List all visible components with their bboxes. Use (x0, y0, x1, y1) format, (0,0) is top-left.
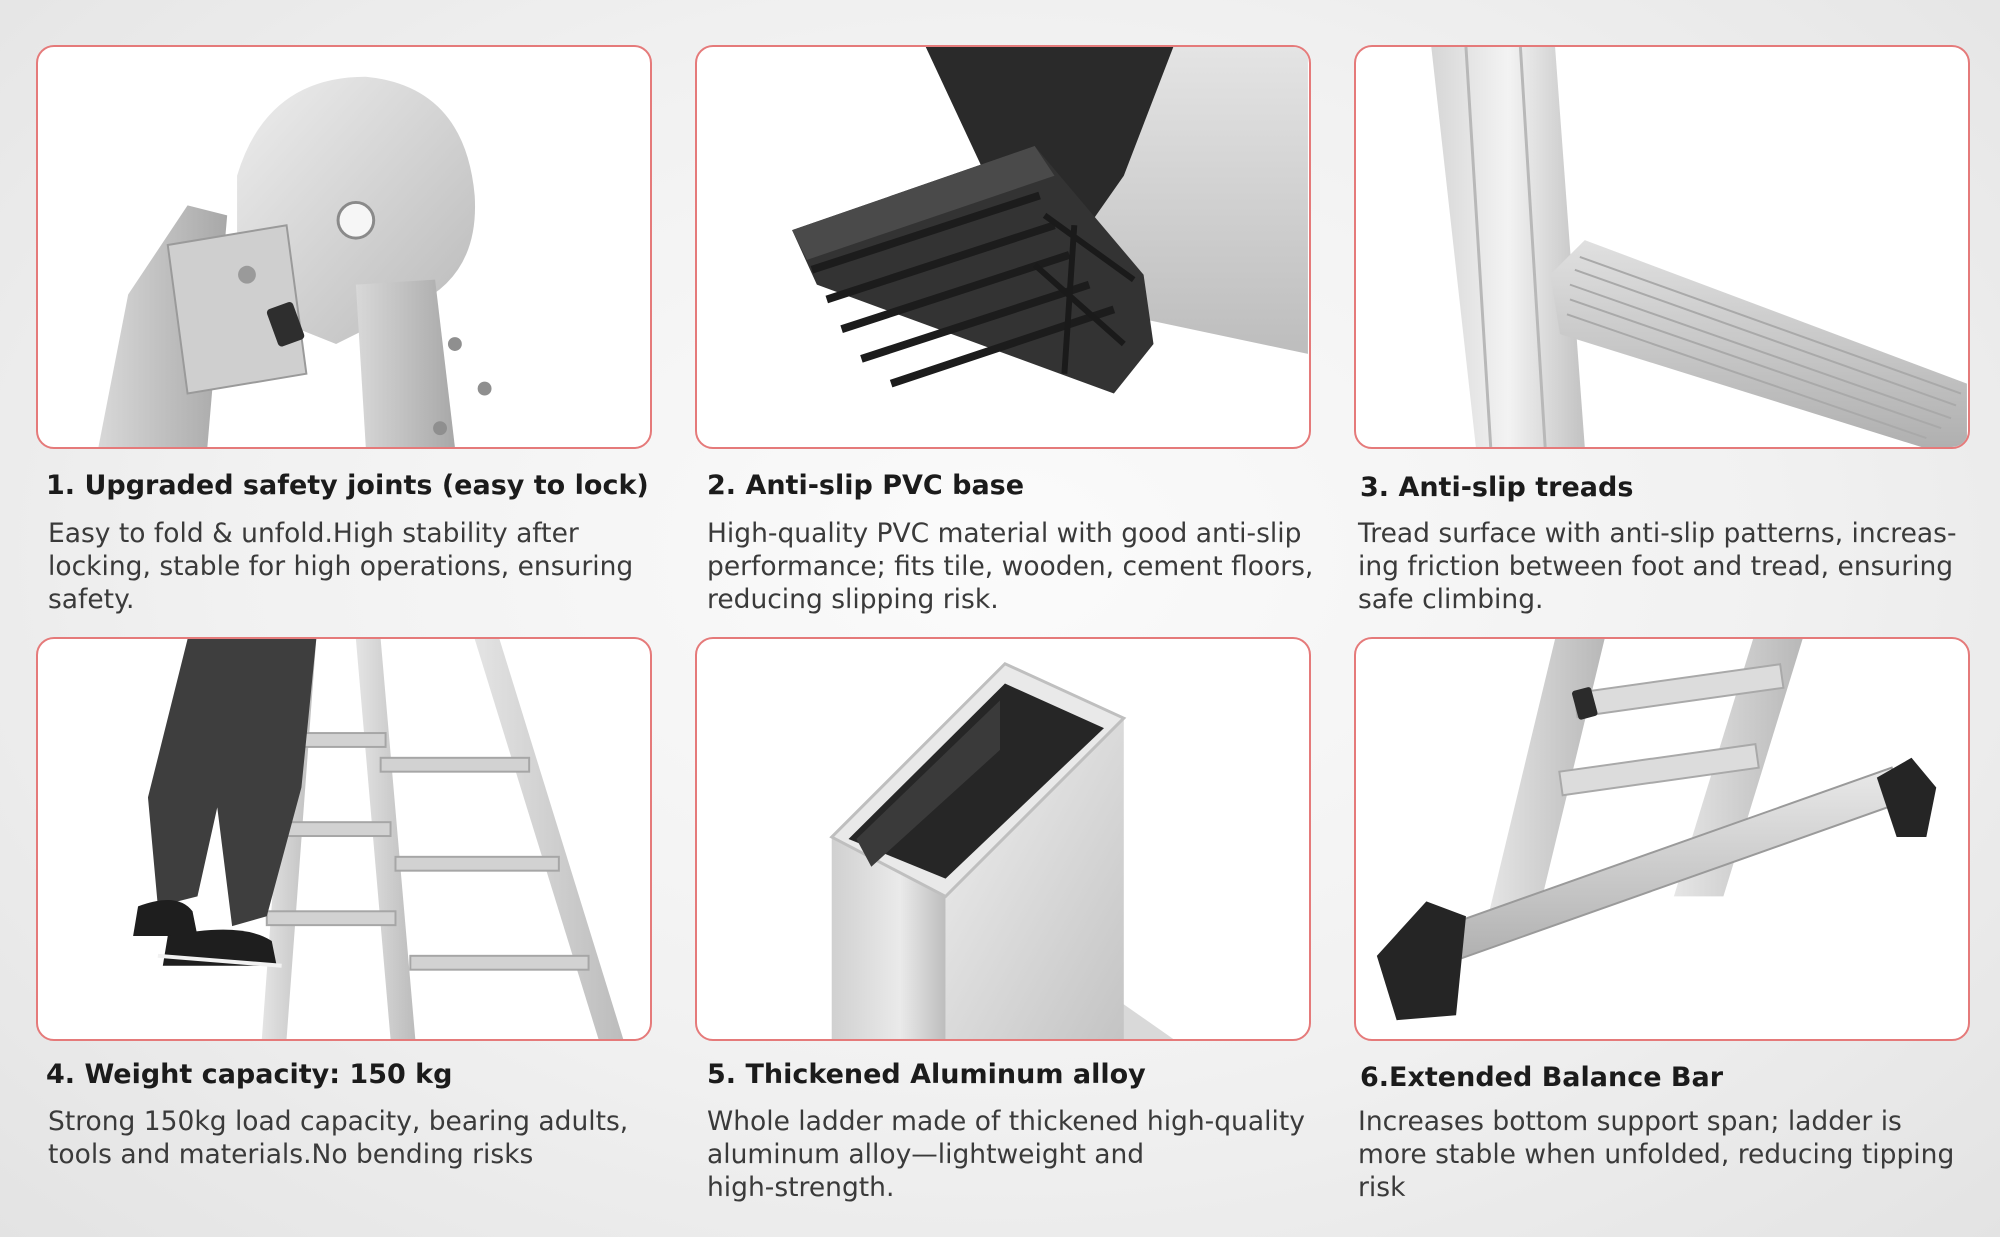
weight-capacity-illustration (133, 639, 624, 1039)
balance-bar-illustration (1376, 639, 1937, 1021)
feature-image-treads (1354, 45, 1970, 449)
feature-image-balance-bar (1354, 637, 1970, 1041)
feature-2-title: 2. Anti-slip PVC base (707, 470, 1025, 501)
pvc-base-illustration (792, 47, 1308, 394)
feature-4-description: Strong 150kg load capacity, bearing adul… (48, 1106, 629, 1170)
feature-3-title: 3. Anti-slip treads (1360, 472, 1634, 503)
feature-1-description: Easy to fold & unfold.High stability aft… (48, 518, 634, 615)
feature-1-title: 1. Upgraded safety joints (easy to lock) (46, 470, 649, 501)
aluminum-profile-illustration (829, 661, 1174, 1039)
safety-joint-illustration (98, 76, 492, 447)
feature-2-description: High-quality PVC material with good anti… (707, 518, 1314, 615)
treads-illustration (1431, 47, 1967, 447)
feature-5-description: Whole ladder made of thickened high-qual… (707, 1106, 1305, 1203)
feature-6-title: 6.Extended Balance Bar (1360, 1062, 1724, 1093)
feature-image-pvc-base (695, 45, 1311, 449)
feature-image-safety-joint (36, 45, 652, 449)
feature-6-description: Increases bottom support span; ladder is… (1358, 1106, 1955, 1203)
feature-image-weight-capacity (36, 637, 652, 1041)
feature-3-description: Tread surface with anti-slip patterns, i… (1358, 518, 1957, 615)
feature-4-title: 4. Weight capacity: 150 kg (46, 1059, 453, 1090)
feature-image-aluminum-alloy (695, 637, 1311, 1041)
feature-5-title: 5. Thickened Aluminum alloy (707, 1059, 1146, 1090)
